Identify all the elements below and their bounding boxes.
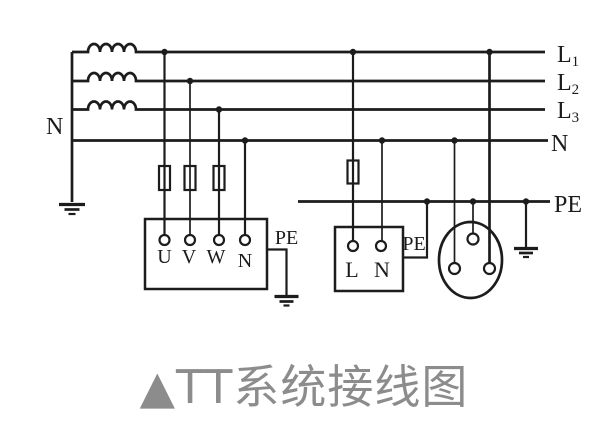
terminal-u bbox=[158, 233, 171, 247]
terminal-n bbox=[238, 233, 252, 247]
junction-dot bbox=[378, 137, 386, 144]
terminal-l-label: L bbox=[345, 257, 358, 282]
terminal-w-label: W bbox=[207, 246, 226, 268]
terminal-u-label: U bbox=[157, 246, 172, 268]
junction-dot bbox=[241, 137, 249, 144]
junction-dot bbox=[349, 48, 357, 56]
junction-dot bbox=[161, 48, 168, 56]
l1-label: L1 bbox=[557, 42, 579, 70]
junction-dot bbox=[522, 198, 530, 205]
three-phase-ground-icon bbox=[274, 294, 299, 307]
single-phase-outlet-box bbox=[333, 225, 405, 293]
terminal-v-label: V bbox=[182, 246, 197, 268]
source-ground-icon bbox=[59, 202, 85, 216]
terminal-n bbox=[374, 239, 388, 253]
junction-dot bbox=[215, 106, 223, 113]
l3-label: L3 bbox=[557, 98, 579, 126]
three-phase-pe-wire bbox=[267, 248, 288, 295]
n-bus-label: N bbox=[551, 131, 568, 157]
l2-line bbox=[72, 71, 545, 83]
fuse-icon bbox=[346, 159, 360, 185]
three-phase-outlet-box bbox=[143, 217, 269, 291]
single-phase-pe-label: PE bbox=[402, 233, 425, 255]
junction-dot bbox=[423, 198, 431, 205]
terminal-w bbox=[212, 233, 226, 247]
pe-ground-icon bbox=[514, 246, 538, 259]
terminal-l bbox=[346, 239, 360, 253]
socket-pe-terminal bbox=[466, 232, 480, 246]
fuse-icon bbox=[212, 164, 226, 192]
figure-caption: ▲TT系统接线图 bbox=[140, 360, 469, 414]
junction-dot bbox=[186, 77, 194, 85]
fuse-icon bbox=[183, 164, 197, 192]
terminal-n-label: N bbox=[238, 250, 252, 272]
junction-dot bbox=[451, 137, 458, 144]
l2-label: L2 bbox=[557, 70, 579, 98]
three-phase-pe-label: PE bbox=[275, 227, 298, 249]
socket-outline bbox=[437, 220, 504, 300]
fuse-icon bbox=[157, 164, 172, 192]
l1-line bbox=[72, 42, 545, 54]
junction-dot bbox=[469, 198, 477, 205]
socket-line-terminal bbox=[482, 261, 497, 276]
pe-bus-label: PE bbox=[554, 192, 582, 218]
socket-neutral-terminal bbox=[447, 261, 462, 276]
single-phase-pe-wire bbox=[403, 201, 429, 259]
source-neutral-label: N bbox=[46, 114, 63, 140]
terminal-v bbox=[183, 233, 197, 247]
terminal-n-label: N bbox=[374, 257, 390, 282]
junction-dot bbox=[486, 48, 493, 56]
l3-line bbox=[72, 100, 545, 111]
